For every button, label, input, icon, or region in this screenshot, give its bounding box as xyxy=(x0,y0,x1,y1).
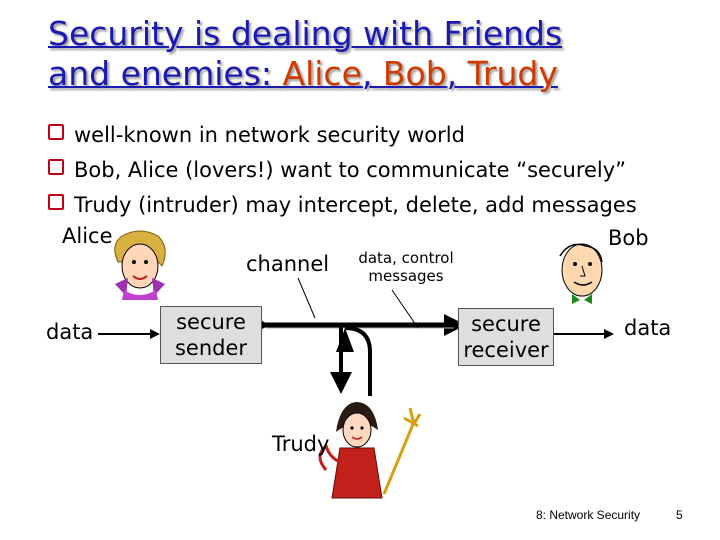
title-comma-1: , xyxy=(361,54,383,93)
bullet-box-icon xyxy=(48,194,64,210)
title-trudy: Trudy xyxy=(467,54,558,93)
slide-title: Security is dealing with Friends and ene… xyxy=(48,14,688,94)
footer-section: 8: Network Security xyxy=(536,508,641,522)
control-messages-label: data, control messages xyxy=(358,249,454,285)
bullet-box-icon xyxy=(48,159,64,175)
bullet-item: well-known in network security world xyxy=(48,118,637,153)
title-comma-2: , xyxy=(446,54,468,93)
channel-label: channel xyxy=(246,252,330,276)
trudy-label: Trudy xyxy=(272,432,330,456)
bullet-box-icon xyxy=(48,124,64,140)
bullet-list: well-known in network security world Bob… xyxy=(48,118,637,223)
bob-icon xyxy=(559,243,603,304)
bullet-item: Bob, Alice (lovers!) want to communicate… xyxy=(48,153,637,188)
title-line-1: Security is dealing with Friends xyxy=(48,14,563,53)
title-alice: Alice xyxy=(282,54,362,93)
alice-label: Alice xyxy=(62,224,113,248)
channel-pointer xyxy=(297,277,316,319)
trudy-tap-arrows xyxy=(330,326,372,396)
title-bob: Bob xyxy=(382,54,447,93)
messages-pointer xyxy=(391,289,419,329)
bob-label: Bob xyxy=(608,226,649,250)
trudy-icon xyxy=(318,402,422,499)
page-number: 5 xyxy=(676,508,683,522)
title-line-2-prefix: and enemies: xyxy=(48,54,283,93)
data-right-label: data xyxy=(624,316,672,340)
bullet-item: Trudy (intruder) may intercept, delete, … xyxy=(48,188,637,223)
alice-icon xyxy=(114,230,166,300)
data-left-label: data xyxy=(46,320,94,344)
